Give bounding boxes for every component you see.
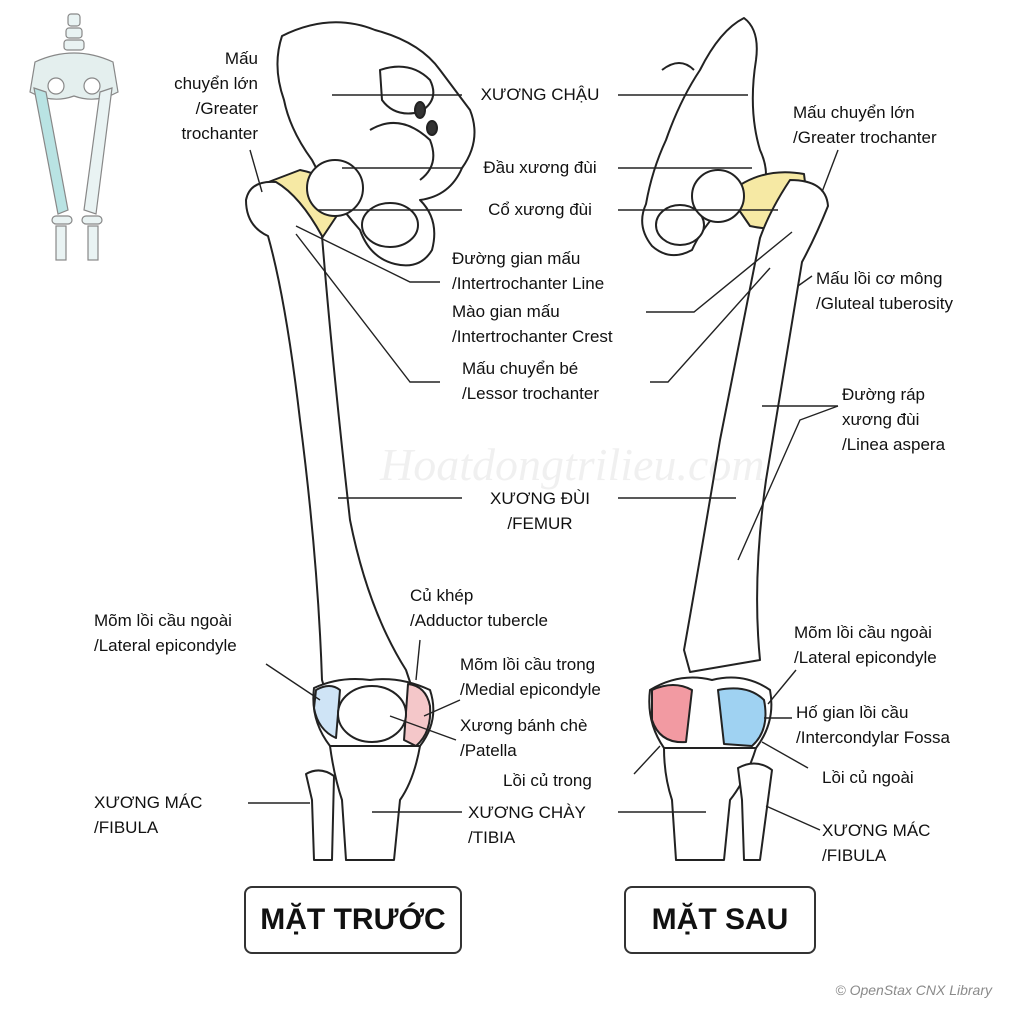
anterior-medial-epicondyle: [403, 683, 432, 747]
label-adductor-tubercle: Củ khép /Adductor tubercle: [410, 586, 548, 630]
label-lateral-tubercle: Lồi củ ngoài: [822, 768, 914, 787]
leader-lines: [248, 94, 839, 831]
posterior-fibula: [737, 762, 773, 861]
posterior-lateral-condyle: [717, 687, 767, 747]
posterior-view: [641, 17, 829, 861]
label-medial-epicondyle: Mõm lồi cầu trong /Medial epicondyle: [460, 655, 601, 699]
anterior-tibia: [329, 745, 421, 861]
label-posterior-lateral-epicondyle: Mõm lồi cầu ngoài /Lateral epicondyle: [794, 623, 937, 667]
label-posterior-greater-trochanter: Mấu chuyển lớn /Greater trochanter: [793, 103, 937, 147]
label-anterior-fibula: XƯƠNG MÁC /FIBULA: [94, 793, 203, 837]
posterior-medial-condyle: [651, 684, 693, 744]
anterior-femoral-head: [306, 159, 364, 217]
label-posterior-fibula: XƯƠNG MÁC /FIBULA: [822, 821, 931, 865]
label-ilium: XƯƠNG CHẬU: [480, 85, 600, 104]
label-anterior-greater-trochanter: Mấu chuyển lớn /Greater trochanter: [174, 49, 258, 143]
label-gluteal-tuberosity: Mấu lồi cơ mông /Gluteal tuberosity: [816, 269, 954, 313]
label-femur: XƯƠNG ĐÙI /FEMUR: [490, 489, 590, 533]
label-patella: Xương bánh chè /Patella: [460, 716, 588, 760]
label-femoral-head: Đầu xương đùi: [483, 158, 597, 177]
label-medial-tubercle: Lồi củ trong: [503, 771, 592, 790]
anterior-femur: [245, 180, 417, 707]
posterior-femoral-head: [691, 169, 745, 223]
anterior-patella: [337, 685, 407, 743]
label-lesser-trochanter: Mấu chuyển bé /Lessor trochanter: [462, 359, 600, 403]
label-intertrochanter-crest: Mào gian mấu /Intertrochanter Crest: [452, 302, 613, 346]
anterior-fibula: [305, 769, 335, 861]
label-linea-aspera: Đường ráp xương đùi /Linea aspera: [842, 385, 946, 454]
anterior-view-label: MẶT TRƯỚC: [244, 886, 462, 954]
label-intercondylar-fossa: Hố gian lồi cầu /Intercondylar Fossa: [796, 703, 951, 747]
label-tibia: XƯƠNG CHÀY /TIBIA: [468, 803, 586, 847]
watermark-text: Hoatdongtrilieu.com: [380, 439, 765, 490]
posterior-femur: [683, 179, 829, 673]
anterior-lateral-epicondyle: [313, 685, 341, 739]
label-femoral-neck: Cổ xương đùi: [488, 200, 592, 219]
posterior-view-label: MẶT SAU: [624, 886, 816, 954]
credit-text: © OpenStax CNX Library: [835, 982, 992, 998]
label-intertrochanter-line: Đường gian mấu /Intertrochanter Line: [452, 249, 605, 293]
label-anterior-lateral-epicondyle: Mõm lồi cầu ngoài /Lateral epicondyle: [94, 611, 237, 655]
skeleton-thumbnail-icon: [29, 13, 119, 261]
anterior-view: [245, 21, 476, 861]
